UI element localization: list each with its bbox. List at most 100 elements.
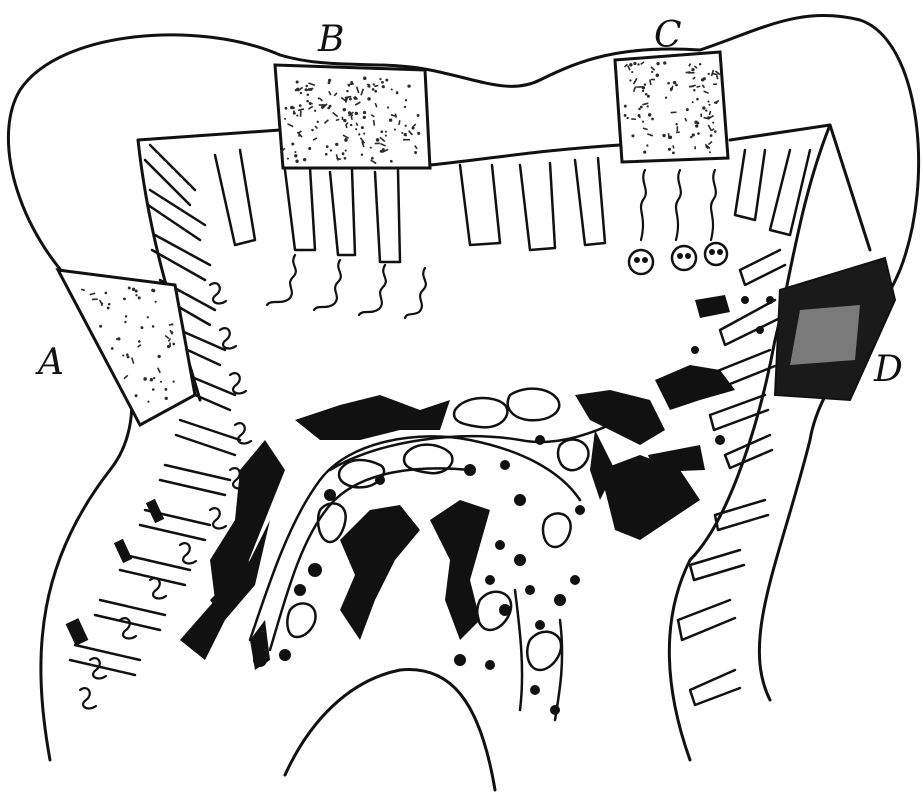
stipple-dot [335, 143, 338, 146]
stipple-dot [631, 118, 636, 120]
stipple-dot [155, 301, 157, 303]
stipple-dot [705, 109, 707, 111]
stipple-dot [143, 377, 147, 381]
stipple-dot [361, 153, 363, 155]
stipple-dot [147, 316, 149, 318]
stipple-dot [151, 289, 154, 292]
stipple-dot [381, 130, 384, 133]
stipple-dot [363, 111, 366, 114]
dark-bone-masses [180, 295, 735, 670]
stipple-dot [363, 116, 366, 119]
stipple-dot [171, 323, 173, 325]
stipple-dot [308, 147, 311, 150]
stipple-dot [390, 160, 393, 163]
stipple-dot [326, 145, 329, 148]
stipple-dot [99, 325, 102, 328]
stipple-dot [158, 355, 161, 358]
stipple-dot [692, 133, 695, 136]
stipple-dot [379, 78, 381, 80]
trabecular-outlines [250, 389, 620, 720]
stipple-dot [328, 79, 331, 82]
stipple-dot [708, 73, 710, 75]
stipple-dot [673, 81, 676, 84]
stipple-dot [284, 118, 286, 120]
stipple-dot [92, 298, 98, 300]
stipple-dot [349, 98, 352, 101]
stipple-dot [665, 97, 667, 99]
stipple-dot [345, 149, 347, 151]
stipple-dot [381, 81, 384, 84]
stipple-dot [626, 117, 628, 119]
stipple-dot [294, 154, 297, 157]
stipple-dot [165, 397, 168, 400]
stipple-dot [374, 90, 377, 93]
stipple-dot [173, 343, 176, 346]
stipple-dot [694, 146, 696, 149]
stipple-dot [633, 62, 636, 65]
c-processes [641, 170, 716, 240]
stipple-dot [310, 103, 313, 105]
stipple-dot [373, 83, 375, 85]
stipple-dot [713, 83, 717, 85]
stipple-dot [694, 120, 697, 123]
stipple-dot [385, 131, 387, 133]
stipple-dot [132, 288, 135, 291]
stipple-dot [699, 63, 701, 65]
stipple-dot [644, 83, 646, 85]
stipple-dot [342, 152, 345, 155]
stipple-dot [686, 108, 689, 111]
stipple-dot [135, 289, 138, 292]
stipple-dot [642, 121, 644, 123]
stipple-dot [371, 157, 374, 160]
stipple-dot [165, 388, 168, 391]
stipple-dot [391, 88, 393, 90]
stipple-dot [624, 114, 627, 117]
stipple-dot [160, 381, 162, 383]
stipple-dot [670, 87, 673, 90]
stipple-dot [346, 90, 348, 92]
stipple-dot [672, 152, 675, 155]
stipple-dot [637, 63, 639, 65]
stipple-dot [415, 152, 417, 154]
stipple-dot [702, 106, 705, 109]
stipple-dot [344, 157, 347, 160]
label-c: C [654, 18, 682, 54]
stipple-dot [709, 151, 711, 153]
stipple-dot [662, 134, 665, 137]
stipple-dot [124, 321, 126, 323]
stipple-dot [107, 307, 110, 310]
stipple-dot [707, 100, 709, 102]
stipple-dot [296, 80, 299, 83]
stipple-dot [138, 340, 141, 343]
stipple-dot [417, 114, 420, 117]
stipple-dot [285, 107, 288, 110]
region-c-box [615, 52, 728, 162]
stipple-dot [668, 148, 671, 151]
stipple-dot [663, 61, 666, 64]
stipple-dot [710, 134, 713, 137]
stipple-dot [303, 158, 306, 161]
stipple-dot [305, 88, 308, 91]
label-a: A [38, 345, 64, 381]
stipple-dot [307, 94, 310, 97]
stipple-dot [693, 89, 695, 91]
stipple-dot [342, 117, 344, 120]
label-d: D [874, 352, 903, 388]
stipple-dot [363, 132, 365, 134]
stipple-dot [325, 153, 328, 156]
stipple-dot [385, 135, 387, 137]
stipple-dot [405, 125, 407, 127]
stipple-dot [651, 79, 655, 81]
stipple-dot [629, 79, 631, 81]
stipple-dot [127, 355, 130, 358]
stipple-dot [629, 63, 632, 66]
stipple-dot [380, 150, 383, 153]
stipple-dot [318, 97, 320, 99]
stipple-dot [363, 77, 367, 81]
stipple-dot [688, 72, 694, 74]
stipple-dot [343, 108, 346, 111]
stipple-dot [396, 92, 399, 95]
stipple-dot [372, 88, 375, 91]
left-dark-tubule-marks [66, 499, 165, 646]
